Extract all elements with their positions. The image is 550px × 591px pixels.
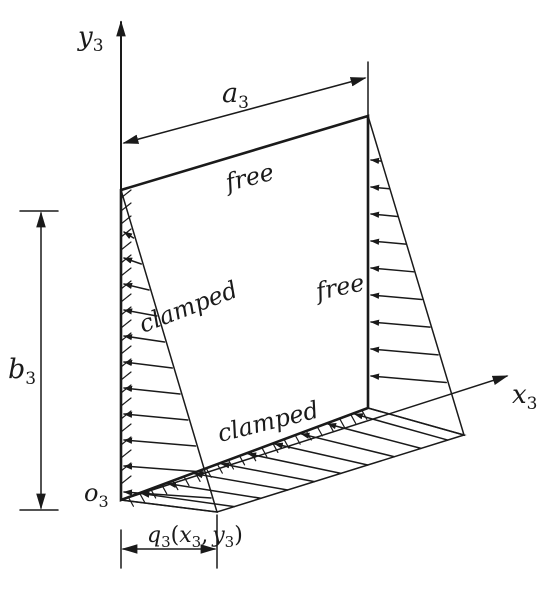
hatch-tick xyxy=(120,436,132,446)
hatch-tick xyxy=(227,459,235,470)
hatch-tick xyxy=(120,475,132,485)
hatch-tick xyxy=(216,463,223,474)
bottom-load-arrow xyxy=(247,452,342,475)
bottom-clamp-hatching xyxy=(127,409,368,507)
hatch-tick xyxy=(172,480,179,491)
right-load-arrow xyxy=(370,184,391,191)
right-load-arrow xyxy=(370,211,399,218)
left-clamp-hatching xyxy=(120,189,132,485)
hatch-tick xyxy=(316,426,323,437)
right-load-profile xyxy=(367,115,466,437)
bottom-load-arrows xyxy=(140,413,449,508)
edge-label-left: clamped xyxy=(135,276,241,339)
hatch-tick xyxy=(120,267,132,277)
hatch-tick xyxy=(138,492,146,503)
right-load-arrow xyxy=(370,346,439,356)
dimension-b-label: b3 xyxy=(8,354,36,389)
hatch-tick xyxy=(327,422,335,433)
bottom-load-arrow xyxy=(273,442,369,466)
left-load-arrows xyxy=(123,231,212,499)
hatch-tick xyxy=(120,215,132,225)
hatch-tick xyxy=(183,475,190,487)
hatch-tick xyxy=(120,293,132,303)
hatch-tick xyxy=(338,417,346,429)
origin-label: o3 xyxy=(84,479,109,511)
bottom-load-arrow xyxy=(167,481,262,500)
hatch-tick xyxy=(250,451,257,462)
x-axis-label: x3 xyxy=(512,380,538,414)
bottom-load-arrow xyxy=(327,423,422,450)
hatch-tick xyxy=(120,189,132,199)
hatch-tick xyxy=(205,467,212,478)
left-load-arrow xyxy=(123,437,197,447)
y-axis-label: y3 xyxy=(77,22,104,56)
hatch-tick xyxy=(120,449,132,459)
edge-label-right: free xyxy=(311,268,366,306)
hatch-tick xyxy=(120,410,132,420)
right-load-arrow xyxy=(370,157,382,164)
right-load-arrow xyxy=(370,265,415,273)
hatch-tick xyxy=(120,371,132,381)
hatch-tick xyxy=(361,409,368,420)
hatch-tick xyxy=(120,384,132,394)
hatch-tick xyxy=(120,254,132,264)
hatch-tick xyxy=(194,471,201,482)
hatch-tick xyxy=(350,413,357,425)
bottom-load-profile xyxy=(120,407,467,513)
hatch-tick xyxy=(120,332,132,342)
hatch-tick xyxy=(120,358,132,368)
hatch-tick xyxy=(120,319,132,329)
hatch-tick xyxy=(272,442,279,454)
hatch-tick xyxy=(120,306,132,316)
right-load-arrow xyxy=(370,292,423,301)
left-load-arrow xyxy=(123,489,212,499)
hatch-tick xyxy=(238,455,246,466)
dimension-a-line xyxy=(122,77,367,144)
hatch-tick xyxy=(120,462,132,472)
left-load-arrow xyxy=(123,385,181,395)
bottom-load-arrow xyxy=(220,462,316,483)
hatch-tick xyxy=(150,488,157,499)
left-load-arrow xyxy=(123,411,189,421)
left-load-arrow xyxy=(123,308,158,317)
bottom-load-arrow xyxy=(353,413,449,441)
bottom-load-arrow xyxy=(140,491,236,508)
left-load-profile xyxy=(120,189,219,513)
dimension-a-label: a3 xyxy=(222,78,249,113)
right-load-arrow xyxy=(370,319,431,328)
hatch-tick xyxy=(127,496,135,507)
right-load-arrow xyxy=(370,373,447,384)
hatch-tick xyxy=(120,397,132,407)
hatch-tick xyxy=(294,434,301,445)
left-load-arrow xyxy=(123,282,150,291)
hatch-tick xyxy=(305,430,312,441)
left-load-arrow xyxy=(123,359,174,369)
right-load-arrows xyxy=(370,157,447,384)
left-load-arrow xyxy=(123,463,205,473)
hatch-tick xyxy=(120,241,132,251)
hatch-tick xyxy=(261,446,268,458)
hatch-tick xyxy=(120,280,132,290)
hatch-tick xyxy=(120,423,132,433)
hatch-tick xyxy=(120,228,132,238)
hatch-tick xyxy=(283,438,290,449)
bottom-load-arrow xyxy=(300,432,396,458)
hatch-tick xyxy=(120,345,132,355)
hatch-tick xyxy=(120,202,132,212)
hatch-tick xyxy=(161,484,168,495)
left-load-arrow xyxy=(123,334,166,343)
load-label: q3(x3,y3) xyxy=(147,523,243,551)
right-load-arrow xyxy=(370,238,407,245)
edge-label-top: free xyxy=(221,158,277,197)
